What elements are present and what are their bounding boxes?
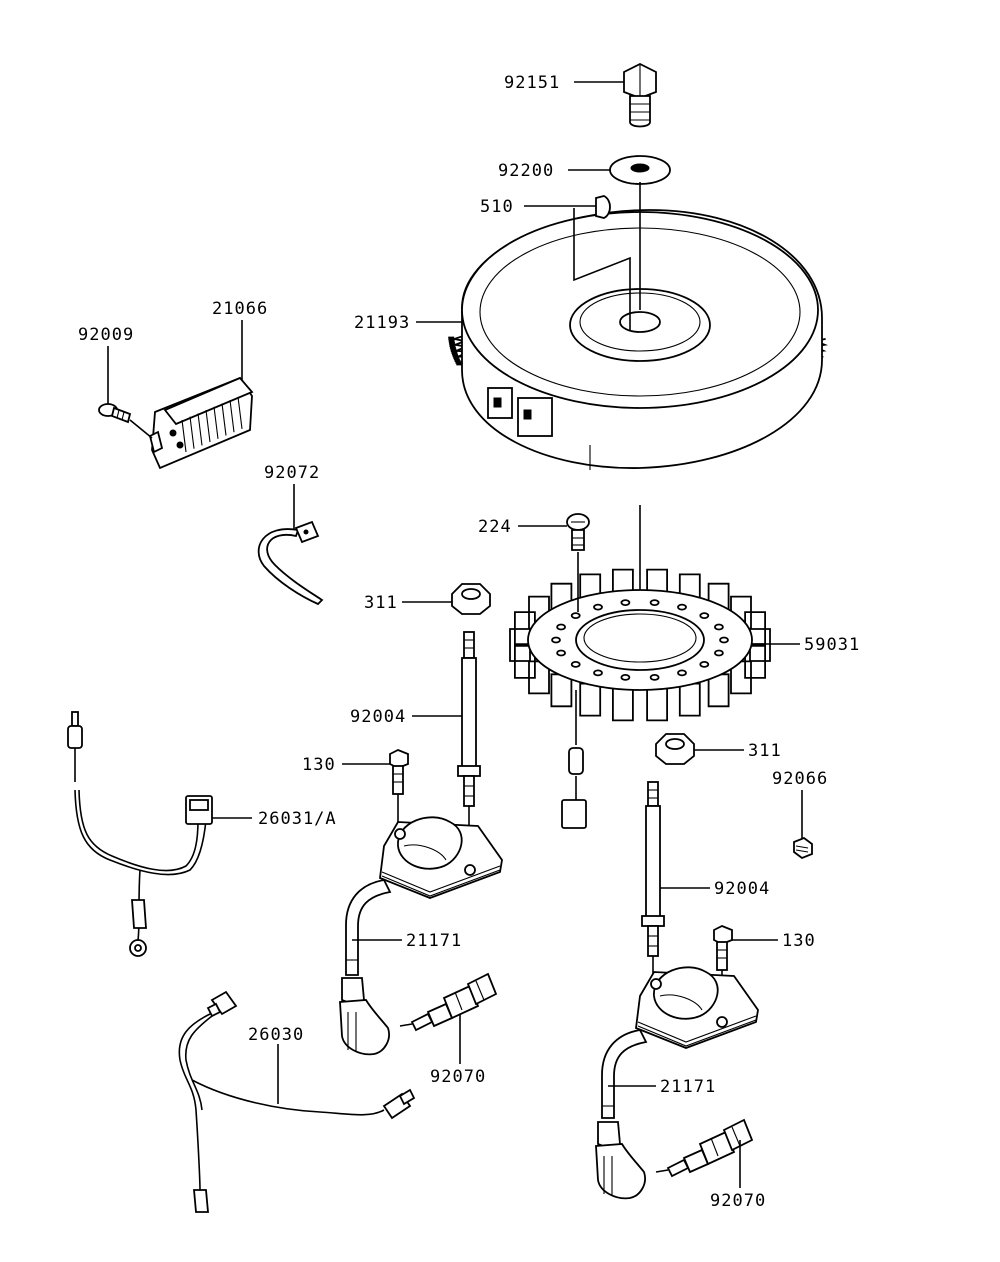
regulator-fin bbox=[213, 406, 219, 439]
label-21171-left: 21171 bbox=[406, 931, 462, 951]
regulator-fin bbox=[189, 416, 195, 449]
regulator-fin bbox=[181, 419, 187, 453]
stator-hole bbox=[593, 603, 603, 611]
stator-hole bbox=[699, 612, 710, 619]
stud-left bbox=[457, 631, 481, 848]
label-510: 510 bbox=[480, 197, 514, 217]
set-nut-92066 bbox=[793, 836, 813, 860]
label-21171-right: 21171 bbox=[660, 1077, 716, 1097]
label-311-upper: 311 bbox=[364, 593, 398, 613]
flywheel-key bbox=[595, 195, 611, 219]
regulator-fin bbox=[205, 410, 211, 443]
stator bbox=[509, 568, 771, 829]
washer bbox=[609, 155, 671, 185]
bolt-left bbox=[389, 749, 409, 830]
ignition-coil-right bbox=[595, 966, 759, 1200]
nut-upper bbox=[451, 583, 491, 615]
nut-lower bbox=[655, 733, 695, 765]
spark-plug-right bbox=[655, 1118, 754, 1178]
label-92004-left: 92004 bbox=[350, 707, 406, 727]
stator-hole bbox=[677, 669, 687, 677]
label-92151: 92151 bbox=[504, 73, 560, 93]
label-92200: 92200 bbox=[498, 161, 554, 181]
stator-holes bbox=[551, 599, 729, 681]
stator-hole bbox=[714, 649, 724, 657]
stator-hole bbox=[719, 636, 729, 644]
label-92066: 92066 bbox=[772, 769, 828, 789]
regulator-fin bbox=[229, 400, 235, 433]
stator-hole bbox=[570, 612, 581, 619]
label-224: 224 bbox=[478, 517, 512, 537]
stator-bore bbox=[575, 609, 705, 671]
label-26031A: 26031/A bbox=[258, 809, 337, 829]
label-130-right: 130 bbox=[782, 931, 816, 951]
regulator-fin bbox=[237, 396, 243, 429]
stator-hole bbox=[649, 674, 660, 681]
stator-hole bbox=[556, 649, 566, 657]
stator-hole bbox=[677, 603, 687, 611]
label-92004-right: 92004 bbox=[714, 879, 770, 899]
flywheel-bore bbox=[619, 311, 661, 333]
stator-hole bbox=[714, 623, 724, 631]
label-130-left: 130 bbox=[302, 755, 336, 775]
label-92072: 92072 bbox=[264, 463, 320, 483]
stator-lead-sleeve bbox=[568, 747, 584, 775]
label-59031: 59031 bbox=[804, 635, 860, 655]
label-26030: 26030 bbox=[248, 1025, 304, 1045]
key-guide-line bbox=[573, 208, 631, 330]
regulator-fin bbox=[197, 413, 203, 446]
flywheel bbox=[448, 209, 829, 470]
cable-tie bbox=[257, 520, 324, 606]
stator-bore-inner bbox=[583, 613, 697, 663]
flywheel-magnet-2 bbox=[517, 397, 553, 437]
stator-hole bbox=[556, 623, 566, 631]
spark-plug-left bbox=[399, 972, 498, 1032]
label-92070-right: 92070 bbox=[710, 1191, 766, 1211]
stator-hole bbox=[551, 636, 561, 644]
label-311-lower: 311 bbox=[748, 741, 782, 761]
leader-lines bbox=[107, 81, 803, 1188]
stator-hole bbox=[570, 661, 581, 668]
stator-hole bbox=[620, 674, 631, 681]
stator-hole bbox=[699, 661, 710, 668]
regulator-fin bbox=[221, 403, 227, 436]
stator-screw bbox=[566, 513, 590, 612]
part-labels: 92151 92200 510 21193 21066 92009 92072 … bbox=[78, 73, 860, 1211]
wire-harness-26031 bbox=[67, 711, 213, 957]
wire-harness-26030 bbox=[178, 990, 416, 1213]
label-21066: 21066 bbox=[212, 299, 268, 319]
regulator-screw bbox=[98, 403, 153, 439]
flywheel-bolt bbox=[623, 62, 657, 128]
label-92070-left: 92070 bbox=[430, 1067, 486, 1087]
regulator bbox=[148, 376, 254, 470]
stator-hole bbox=[620, 599, 631, 606]
label-21193: 21193 bbox=[354, 313, 410, 333]
stator-connector bbox=[561, 799, 587, 829]
stator-hole bbox=[649, 599, 660, 606]
magnet-screw-2 bbox=[523, 409, 532, 420]
stator-hole bbox=[593, 669, 603, 677]
ignition-coil-left bbox=[339, 816, 503, 1056]
magnet-screw-1 bbox=[493, 397, 502, 408]
label-92009: 92009 bbox=[78, 325, 134, 345]
